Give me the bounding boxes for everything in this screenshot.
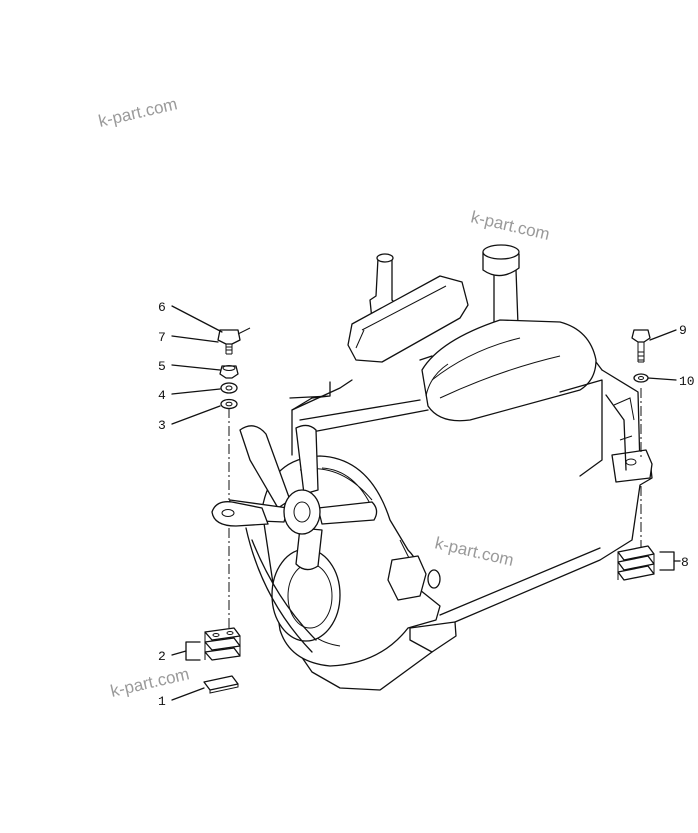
watermark-4: k-part.com <box>109 664 192 701</box>
fan-hub <box>283 489 321 535</box>
bolt-part-9 <box>631 329 651 343</box>
callout-2: 2 <box>158 649 166 664</box>
rear-mount-hole <box>625 458 637 466</box>
washer-part-4 <box>220 382 238 394</box>
callout-7: 7 <box>158 330 166 345</box>
washer-part-3 <box>220 398 238 410</box>
engine-assembly <box>211 244 653 691</box>
alternator <box>387 555 427 601</box>
callout-6: 6 <box>158 300 166 315</box>
engine-base-outline <box>289 369 653 691</box>
callout-3: 3 <box>158 418 166 433</box>
nut-part-5 <box>219 365 239 379</box>
engine-bottom-edge <box>409 547 601 653</box>
watermark-2: k-part.com <box>469 207 552 244</box>
front-mount-bracket <box>211 501 269 527</box>
washer-part-10 <box>633 373 649 383</box>
rear-mount-parts <box>617 329 675 581</box>
watermark-1: k-part.com <box>97 94 180 131</box>
exhaust-pipe-top <box>376 253 394 263</box>
callout-8: 8 <box>681 555 689 570</box>
shims-part-8 <box>617 545 675 581</box>
callout-9: 9 <box>679 323 687 338</box>
callout-4: 4 <box>158 388 166 403</box>
callouts: 6 7 5 4 3 2 1 9 10 8 <box>158 300 695 709</box>
callout-5: 5 <box>158 359 166 374</box>
callout-1: 1 <box>158 694 166 709</box>
front-mount-parts <box>185 327 251 694</box>
callout-10: 10 <box>679 374 695 389</box>
left-rocker-cover <box>347 275 469 363</box>
rear-mount-bracket <box>611 449 653 483</box>
shims-part-2 <box>185 627 241 661</box>
watermark-3: k-part.com <box>433 533 516 570</box>
leader-lines <box>171 305 681 701</box>
filler-cap-top <box>482 244 520 260</box>
